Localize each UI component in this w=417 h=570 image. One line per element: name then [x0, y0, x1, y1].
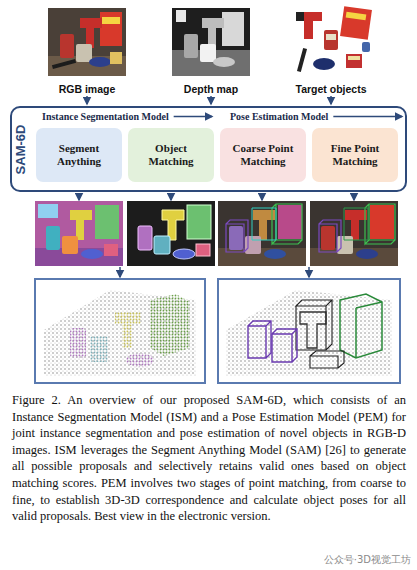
- image-label: Depth map: [184, 83, 238, 95]
- image-label: RGB image: [59, 83, 116, 95]
- process-box: Fine Point Matching: [312, 128, 398, 182]
- box-label: Object Matching: [132, 142, 210, 168]
- matching-result: [127, 201, 215, 266]
- box-label: Coarse Point Matching: [224, 142, 302, 168]
- model-name: SAM-6D: [14, 124, 29, 174]
- coarse-result: [218, 201, 306, 266]
- stage-arrow: [174, 116, 212, 118]
- fine-result: [310, 201, 398, 266]
- pose-point-cloud: [218, 279, 400, 383]
- stage-header: Instance Segmentation Model: [42, 111, 169, 122]
- box-label: Fine Point Matching: [316, 142, 394, 168]
- watermark: 公众号·3D视觉工坊: [324, 553, 411, 567]
- segmented-point-cloud: [35, 279, 205, 383]
- stage-header: Pose Estimation Model: [230, 111, 328, 122]
- rgb-photo: [48, 8, 126, 76]
- segmentation-result: [35, 201, 123, 266]
- figure-caption: Figure 2. An overview of our proposed SA…: [12, 392, 406, 525]
- depth-map: [172, 8, 250, 76]
- process-box: Object Matching: [128, 128, 214, 182]
- image-label: Target objects: [296, 83, 367, 95]
- target-objects: [296, 6, 372, 72]
- stage-arrow: [333, 116, 402, 118]
- process-box: Coarse Point Matching: [220, 128, 306, 182]
- process-box: Segment Anything: [36, 128, 122, 182]
- box-label: Segment Anything: [40, 142, 118, 168]
